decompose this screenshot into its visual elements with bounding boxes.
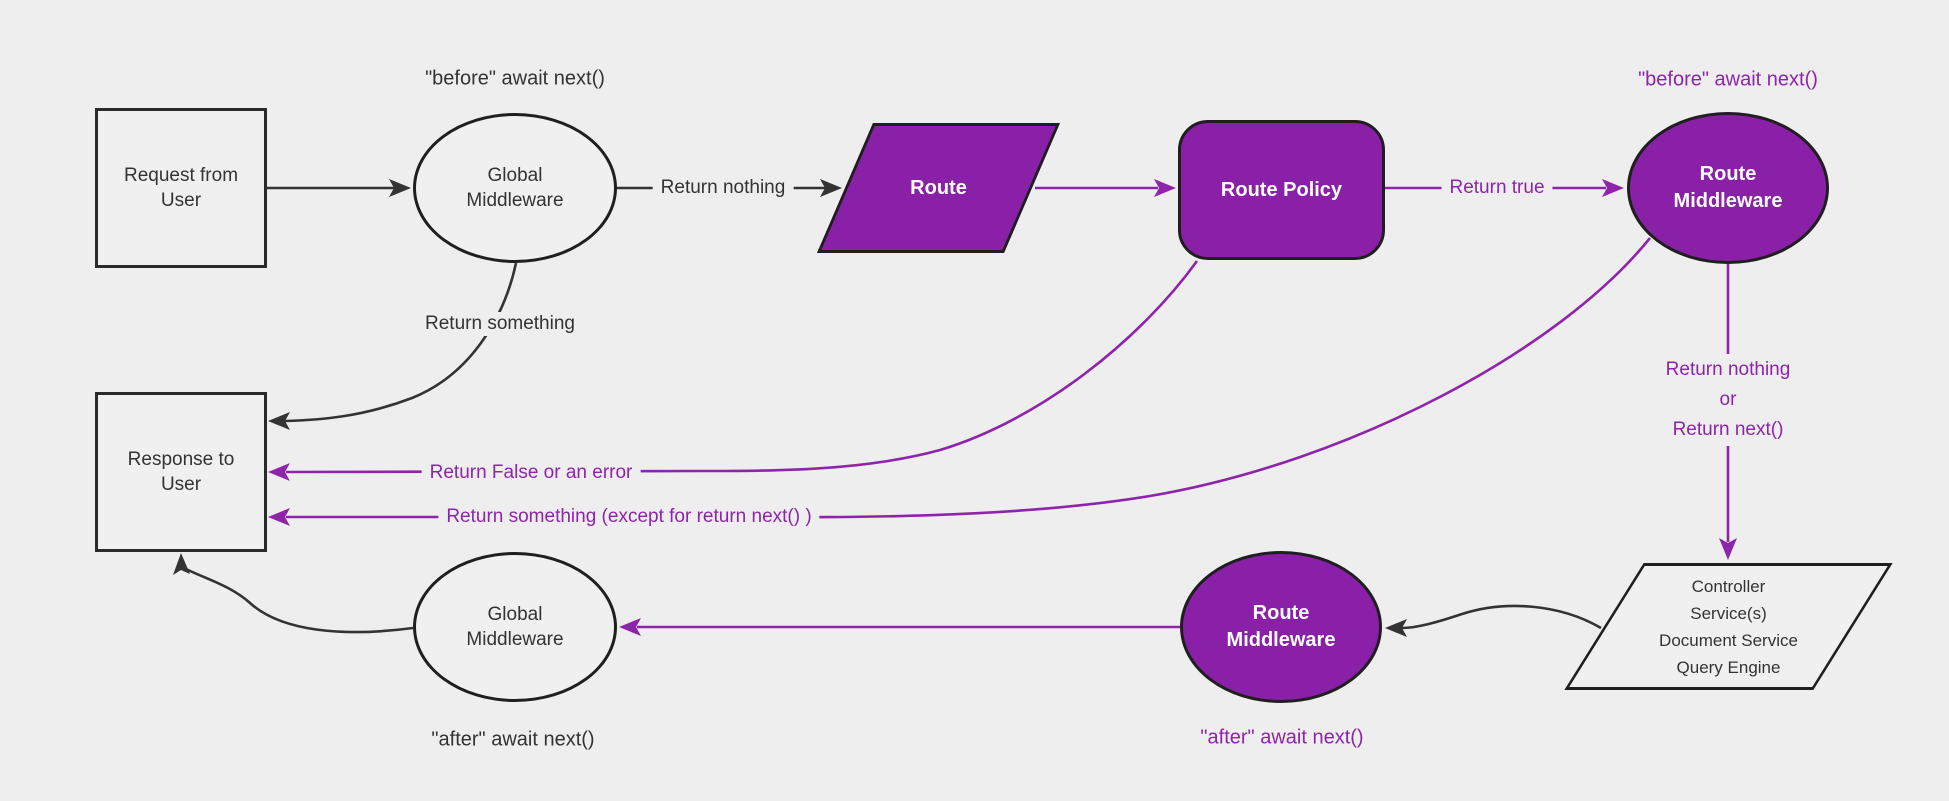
node-route-middleware-bottom: Route Middleware xyxy=(1180,551,1382,703)
node-global-middleware-bottom: Global Middleware xyxy=(413,552,617,702)
node-request-from-user: Request from User xyxy=(95,108,267,268)
edge-label-return-false-or-error: Return False or an error xyxy=(421,461,641,485)
arrowhead-icon xyxy=(389,179,411,197)
edge-label-return-something: Return something xyxy=(417,312,583,336)
node-route-policy: Route Policy xyxy=(1178,120,1385,260)
annotation-after-await-next-global: "after" await next() xyxy=(431,728,595,751)
edge-label-return-nothing: Return nothing xyxy=(652,176,794,200)
edge-globalmw-return-something xyxy=(284,262,518,423)
annotation-before-await-next-route: "before" await next() xyxy=(1638,68,1818,91)
node-route: Route xyxy=(817,123,1060,253)
node-response-to-user: Response to User xyxy=(95,392,267,552)
arrowhead-icon xyxy=(820,179,842,197)
annotation-before-await-next-global: "before" await next() xyxy=(425,67,605,90)
edge-label-return-true: Return true xyxy=(1441,176,1553,200)
node-controller-services: Controller Service(s) Document Service Q… xyxy=(1564,563,1893,690)
edge-label-return-nothing-or-next: Return nothing or Return next() xyxy=(1657,354,1799,446)
arrowhead-icon xyxy=(619,618,641,636)
arrowhead-icon xyxy=(173,553,190,575)
node-route-middleware-top: Route Middleware xyxy=(1627,112,1829,264)
edge-io-to-routemw-bottom xyxy=(1401,604,1602,630)
arrowhead-icon xyxy=(1719,538,1737,560)
arrowhead-icon xyxy=(1602,179,1624,197)
edge-routepolicy-return-false xyxy=(285,260,1199,474)
edge-label-return-something-except: Return something (except for return next… xyxy=(438,505,820,529)
node-route-label: Route xyxy=(910,176,967,199)
arrowhead-icon xyxy=(1154,179,1176,197)
node-global-middleware-top: Global Middleware xyxy=(413,113,617,263)
arrowhead-icon xyxy=(268,463,290,481)
arrowhead-icon xyxy=(1385,619,1407,637)
arrowhead-icon xyxy=(268,412,290,430)
node-controller-services-label: Controller Service(s) Document Service Q… xyxy=(1659,576,1798,677)
annotation-after-await-next-route: "after" await next() xyxy=(1200,726,1364,749)
edge-globalmw-bottom-to-response xyxy=(183,566,414,634)
arrowhead-icon xyxy=(268,508,290,526)
